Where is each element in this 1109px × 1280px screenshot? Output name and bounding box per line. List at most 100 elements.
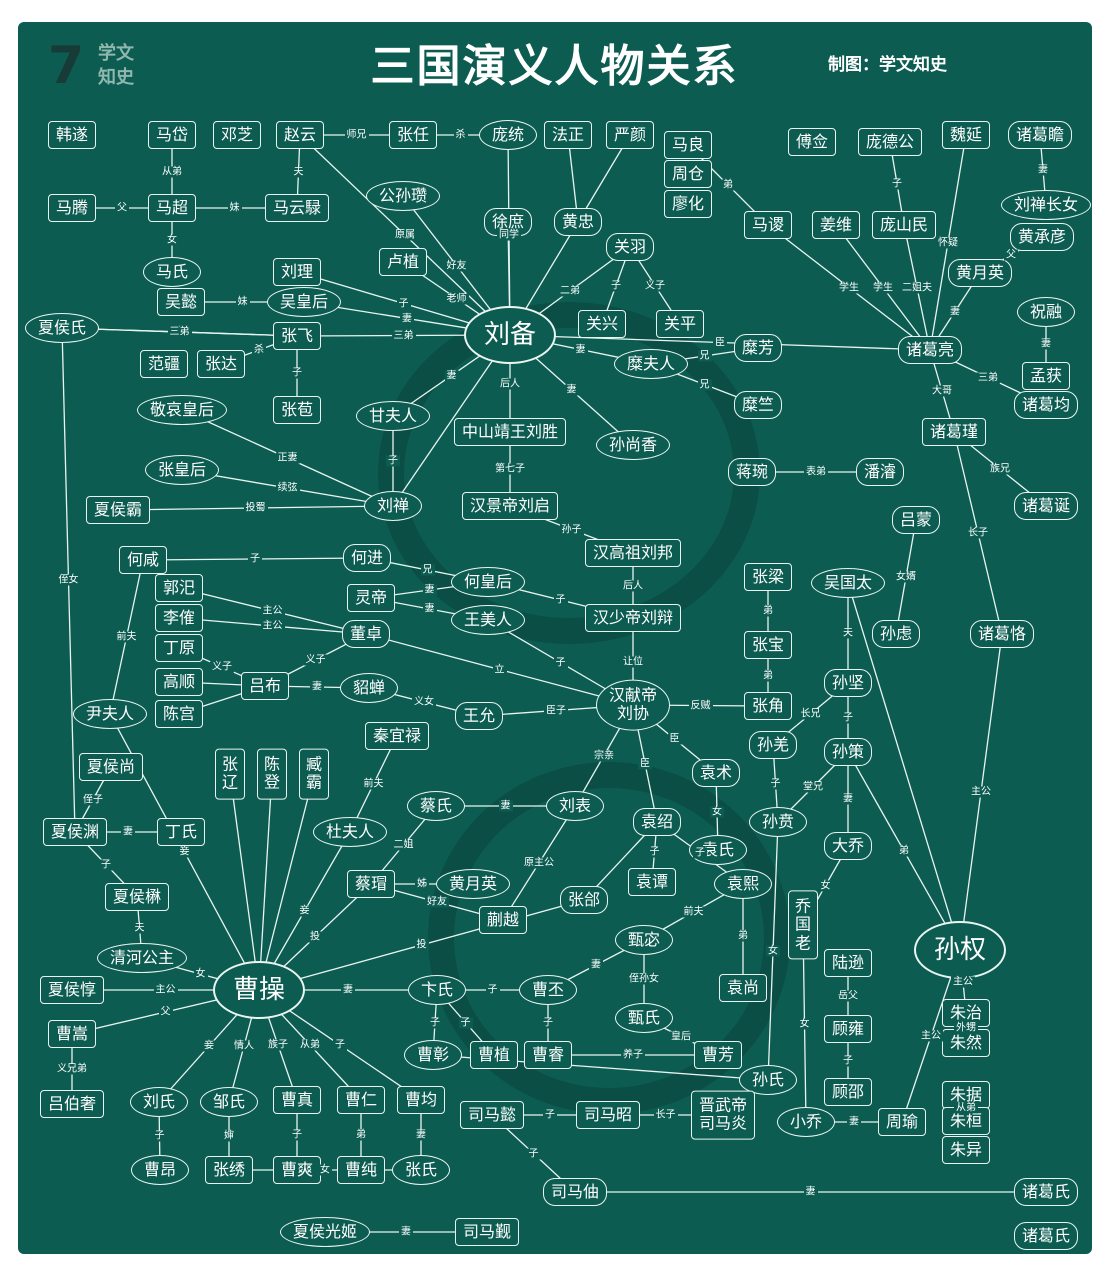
node-caosong: 曹嵩 [47, 1020, 97, 1048]
node-zhangliao: 张 辽 [215, 748, 245, 800]
edge-label: 怀疑 [936, 237, 960, 248]
edge-label: 情人 [232, 1040, 256, 1052]
edge-label: 续弦 [275, 482, 300, 494]
node-zhugejun: 诸葛均 [1013, 391, 1079, 419]
edge-label: 女 [165, 234, 179, 246]
edge-label: 妻 [847, 1116, 861, 1128]
edge-label: 兄 [697, 379, 712, 390]
edge-label: 投蜀 [243, 502, 268, 514]
edge-label: 弟 [736, 930, 750, 942]
edge-label: 养子 [621, 1049, 645, 1061]
node-yuanshang: 袁尚 [718, 974, 768, 1002]
node-caoshuang: 曹爽 [272, 1156, 322, 1184]
node-xiahoushi: 夏侯氏 [24, 313, 100, 343]
edge-label: 让位 [621, 656, 645, 667]
edge-label: 弟 [761, 605, 775, 617]
node-zhouyu: 周瑜 [877, 1108, 927, 1136]
edge-label: 岳父 [836, 990, 860, 1002]
edge-zangba-caocao [258, 773, 315, 991]
node-weiyan: 魏延 [941, 121, 991, 149]
node-zhugedan: 诸葛诞 [1013, 492, 1079, 520]
edge-label: 子 [647, 846, 662, 858]
node-liaohua: 廖化 [663, 190, 713, 218]
edge-label: 臣 [638, 758, 652, 769]
node-qinyilu: 秦宜禄 [364, 722, 430, 750]
node-luzhi: 卢植 [378, 248, 428, 276]
node-sunben: 孙贲 [748, 807, 808, 837]
node-liushi: 刘氏 [129, 1087, 189, 1117]
node-guanyu: 关羽 [605, 233, 655, 261]
node-fazheng: 法正 [543, 121, 593, 149]
edge-label: 父 [158, 1006, 173, 1018]
node-hejin: 何进 [342, 544, 392, 572]
node-suncai: 孙策 [823, 738, 873, 766]
node-mayunlu: 马云騄 [264, 194, 330, 222]
node-lvbu: 吕布 [240, 672, 290, 700]
edge-label: 妻 [414, 1129, 428, 1141]
node-sunjian: 孙坚 [823, 669, 873, 697]
edge-label: 子 [386, 455, 400, 467]
edge-label: 正妻 [275, 452, 300, 464]
node-sunquan: 孙权 [913, 921, 1007, 979]
node-hanshaodi: 汉少帝刘辩 [584, 604, 682, 632]
edge-label: 妾 [177, 846, 192, 858]
node-xiahouyuan: 夏侯渊 [42, 818, 108, 846]
edge-label: 父 [1004, 249, 1018, 261]
node-sunshangxiang: 孙尚香 [595, 430, 671, 460]
node-mifuren: 糜夫人 [613, 349, 689, 379]
edge-label: 兄 [697, 350, 712, 362]
edge-label: 妻 [422, 603, 437, 615]
node-wangmeiren: 王美人 [450, 605, 526, 635]
node-caopi: 曹丕 [518, 975, 578, 1005]
edge-label: 妻 [573, 344, 588, 355]
node-caimao: 蔡瑁 [346, 870, 396, 898]
node-caozhen: 曹真 [272, 1086, 322, 1114]
node-mashi: 马氏 [142, 257, 202, 287]
node-zhenmi: 甄宓 [614, 925, 674, 955]
node-zhoucang: 周仓 [663, 160, 713, 188]
edge-label: 妾 [297, 905, 312, 917]
node-wuhuanghou: 吴皇后 [266, 287, 342, 317]
node-simajin: 司马觐 [454, 1218, 520, 1246]
edge-label: 大哥 [930, 385, 954, 397]
node-hanxiandi: 汉献帝 刘协 [595, 679, 671, 731]
edge-label: 妾 [202, 1040, 216, 1052]
node-caozhi: 曹植 [469, 1041, 519, 1069]
node-wangyun: 王允 [454, 702, 504, 730]
edge-fazheng-huangzhong [567, 134, 579, 223]
node-hanjingdi: 汉景帝刘启 [461, 492, 559, 520]
node-yuanshao: 袁绍 [632, 808, 682, 836]
node-lingdi: 灵帝 [346, 584, 396, 612]
node-guanping: 关平 [655, 310, 705, 338]
node-zhangliang: 张梁 [743, 563, 793, 591]
edge-label: 子 [541, 1017, 555, 1028]
edge-label: 子 [458, 1017, 473, 1028]
edge-label: 弟 [354, 1129, 368, 1141]
edge-label: 义子 [210, 661, 234, 673]
edge-label: 投 [308, 931, 322, 943]
node-zhurong: 祝融 [1016, 297, 1076, 327]
edge-label: 妻 [1039, 338, 1053, 350]
node-lijue: 李傕 [154, 604, 204, 632]
node-daqiao: 大乔 [823, 832, 873, 860]
edge-label: 夫 [841, 627, 855, 639]
edge-label: 子 [553, 594, 568, 606]
edge-label: 从弟 [160, 166, 184, 177]
edge-label: 妻 [1036, 164, 1050, 176]
node-huangyueying: 黄月英 [947, 259, 1013, 287]
edge-label: 杀 [252, 344, 266, 356]
edge-label: 侄孙女 [627, 973, 661, 985]
edge-label: 父 [115, 202, 129, 214]
node-luxun: 陆逊 [823, 949, 873, 977]
node-liushan: 刘禅 [363, 491, 423, 521]
logo-text-bottom: 知史 [98, 67, 134, 88]
node-zhangxiu: 张绣 [204, 1156, 254, 1184]
node-jinwudi: 晋武帝 司马炎 [690, 1090, 756, 1140]
edge-label: 妻 [444, 370, 459, 381]
edge-liubei-liushan [392, 334, 511, 507]
node-dingshi: 丁氏 [156, 818, 206, 846]
edge-label: 后人 [498, 378, 522, 389]
edge-label: 从弟 [298, 1039, 322, 1051]
edge-label: 主公 [919, 1030, 943, 1042]
node-zhugeke: 诸葛恪 [969, 620, 1035, 648]
